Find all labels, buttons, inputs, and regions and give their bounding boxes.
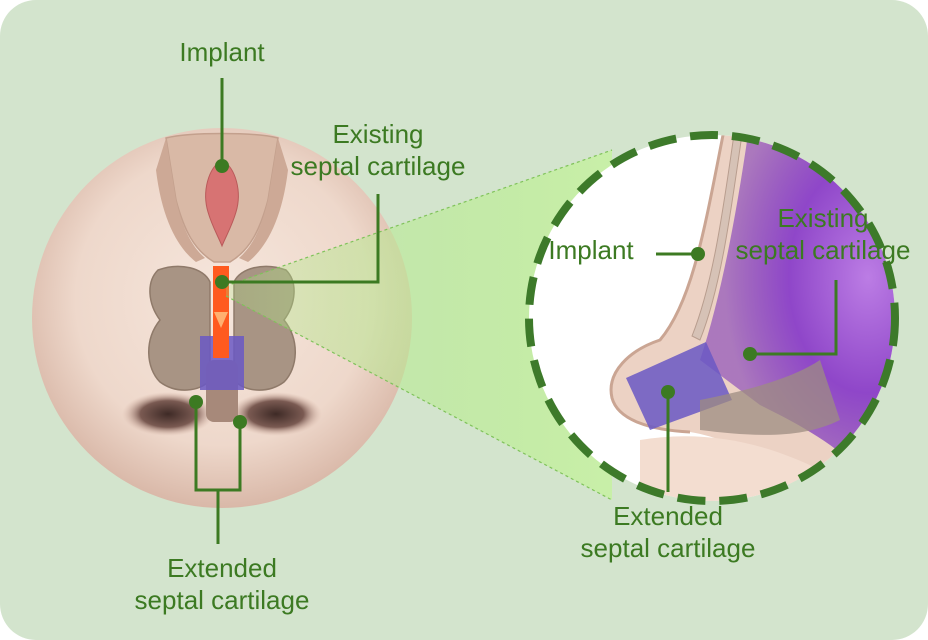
front-existing-label: Existing septal cartilage: [268, 118, 488, 182]
side-implant-label-text: Implant: [548, 235, 634, 265]
zoom-beam-edge-top: [225, 149, 613, 287]
side-leader-dots: [661, 247, 757, 399]
side-implant: [691, 135, 745, 341]
side-extended-label-line1: Extended: [613, 501, 723, 531]
side-existing-label-line2: septal cartilage: [735, 235, 911, 265]
front-implant-label-text: Implant: [179, 37, 265, 67]
front-nasal-bone-right: [239, 138, 288, 262]
zoom-beam: [226, 150, 612, 500]
front-right-nostril: [230, 392, 322, 436]
side-implant-label: Implant: [536, 234, 646, 266]
front-extended-label: Extended septal cartilage: [112, 552, 332, 616]
front-existing-label-line1: Existing: [332, 119, 424, 149]
front-upper-implant: [205, 159, 239, 248]
front-existing-leader: [222, 194, 380, 284]
front-extended-label-line1: Extended: [167, 553, 277, 583]
zoom-beam-edge-bottom: [225, 295, 613, 501]
front-leader-lines: [194, 78, 380, 544]
side-existing-leader: [750, 280, 838, 356]
side-extended-label: Extended septal cartilage: [558, 500, 778, 564]
side-lower-tissue: [700, 360, 840, 435]
front-lower-cartilage-left: [148, 265, 211, 391]
front-existing-label-line2: septal cartilage: [290, 151, 466, 181]
front-implant-label: Implant: [162, 36, 282, 68]
side-nose-outline: [609, 135, 728, 434]
side-existing-label: Existing septal cartilage: [718, 202, 928, 266]
side-extended-label-line2: septal cartilage: [580, 533, 756, 563]
side-existing-label-line1: Existing: [777, 203, 869, 233]
front-extended-label-line2: septal cartilage: [134, 585, 310, 615]
front-leader-dots: [189, 159, 247, 429]
front-nasal-bone-left: [156, 138, 205, 262]
front-implant-arrow: [214, 312, 228, 328]
zoom-circle-dashed-border: [525, 131, 899, 505]
